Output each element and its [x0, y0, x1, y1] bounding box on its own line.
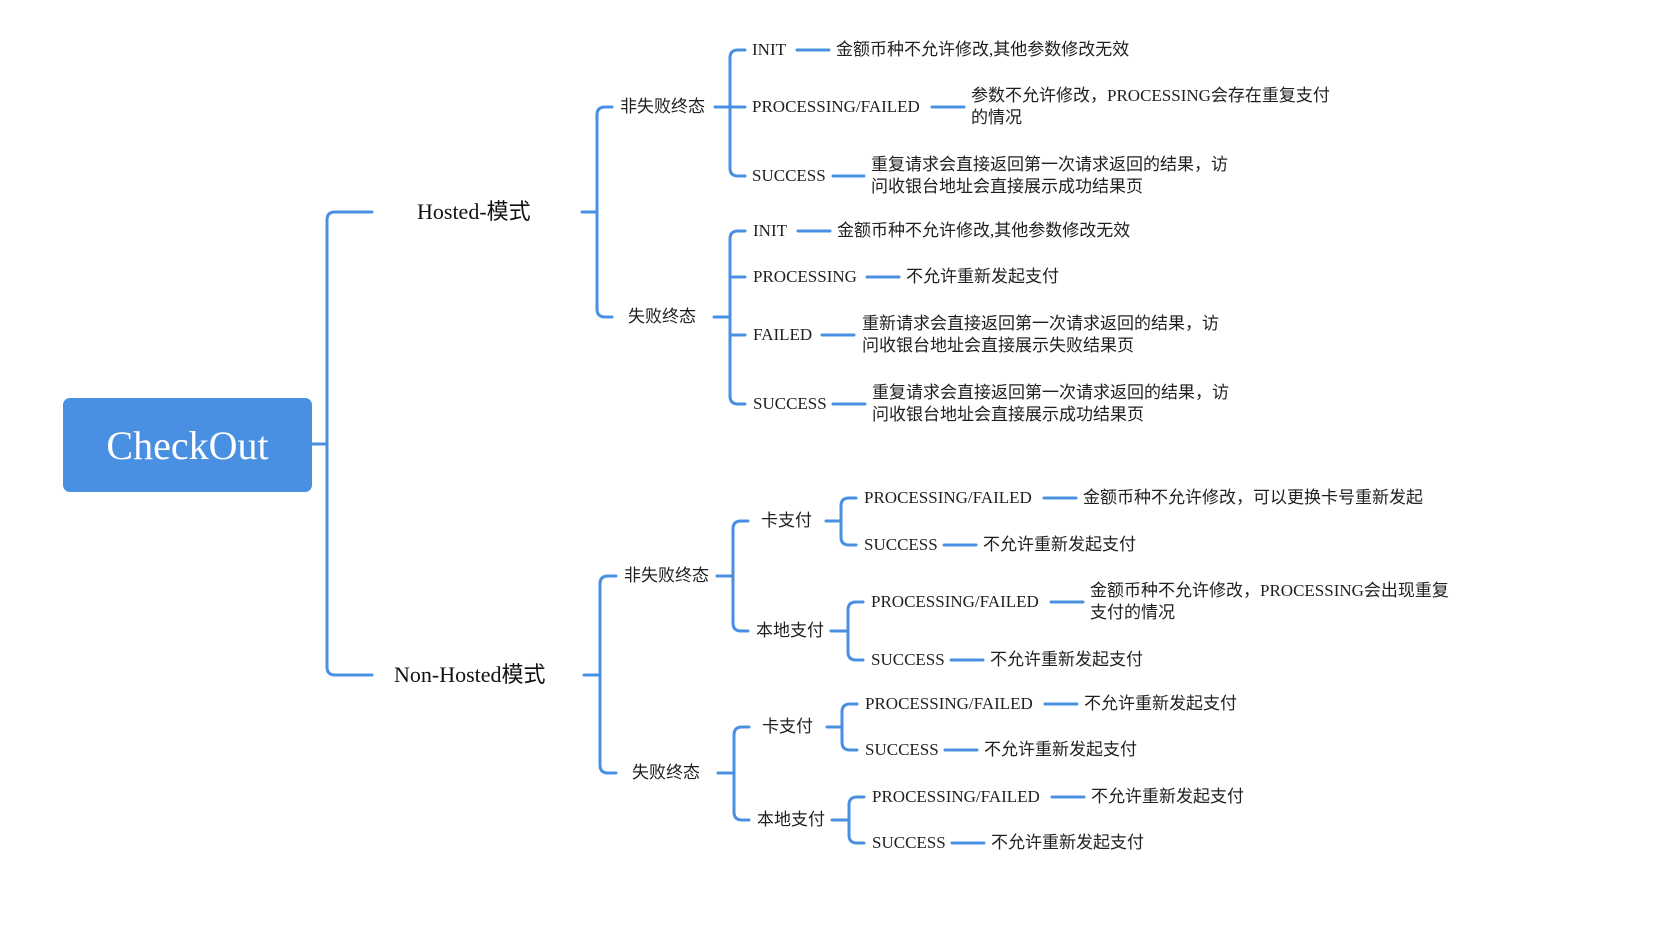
state-node[interactable]: SUCCESS: [871, 650, 945, 669]
desc-node[interactable]: 重新请求会直接返回第一次请求返回的结果，访 问收银台地址会直接展示失败结果页: [862, 314, 1219, 355]
state-node[interactable]: SUCCESS: [752, 166, 826, 185]
node-hosted[interactable]: Hosted-模式: [417, 199, 531, 224]
desc-node[interactable]: 不允许重新发起支付: [984, 740, 1137, 759]
desc-node[interactable]: 不允许重新发起支付: [906, 267, 1059, 286]
node-card-payment[interactable]: 卡支付: [762, 717, 813, 736]
bracket-line: [847, 795, 866, 845]
node-local-payment[interactable]: 本地支付: [756, 621, 824, 640]
bracket-line: [839, 496, 858, 547]
bracket-line: [325, 210, 374, 677]
desc-node[interactable]: 金额币种不允许修改,其他参数修改无效: [837, 221, 1131, 240]
node-hosted-final[interactable]: 失败终态: [628, 307, 696, 326]
state-node[interactable]: SUCCESS: [753, 394, 827, 413]
desc-node[interactable]: 重复请求会直接返回第一次请求返回的结果，访 问收银台地址会直接展示成功结果页: [871, 155, 1228, 196]
bracket-line: [732, 725, 751, 822]
bracket-line: [598, 574, 618, 775]
bracket-line: [731, 519, 750, 633]
bracket-line: [728, 48, 747, 178]
state-node[interactable]: SUCCESS: [864, 535, 938, 554]
node-local-payment[interactable]: 本地支付: [757, 810, 825, 829]
state-node[interactable]: SUCCESS: [865, 740, 939, 759]
root-node-checkout[interactable]: CheckOut: [63, 398, 312, 492]
desc-node[interactable]: 不允许重新发起支付: [990, 650, 1143, 669]
desc-node[interactable]: 不允许重新发起支付: [983, 535, 1136, 554]
desc-node[interactable]: 金额币种不允许修改，PROCESSING会出现重复 支付的情况: [1090, 581, 1449, 622]
state-node[interactable]: PROCESSING/FAILED: [871, 592, 1039, 611]
state-node[interactable]: INIT: [753, 221, 787, 240]
node-non-hosted-non-final[interactable]: 非失败终态: [624, 566, 709, 585]
desc-node[interactable]: 不允许重新发起支付: [1084, 694, 1237, 713]
desc-node[interactable]: 不允许重新发起支付: [991, 833, 1144, 852]
state-node[interactable]: INIT: [752, 40, 786, 59]
desc-node[interactable]: 金额币种不允许修改，可以更换卡号重新发起: [1083, 488, 1423, 507]
bracket-line: [728, 229, 747, 406]
root-label: CheckOut: [106, 422, 269, 468]
bracket-line: [846, 600, 865, 662]
node-hosted-non-final[interactable]: 非失败终态: [620, 97, 705, 116]
bracket-line: [595, 105, 614, 319]
state-node[interactable]: PROCESSING: [753, 267, 857, 286]
desc-node[interactable]: 金额币种不允许修改,其他参数修改无效: [836, 40, 1130, 59]
state-node[interactable]: FAILED: [753, 325, 813, 344]
state-node[interactable]: PROCESSING/FAILED: [865, 694, 1033, 713]
node-card-payment[interactable]: 卡支付: [761, 511, 812, 530]
desc-node[interactable]: 不允许重新发起支付: [1091, 787, 1244, 806]
state-node[interactable]: PROCESSING/FAILED: [864, 488, 1032, 507]
state-node[interactable]: PROCESSING/FAILED: [752, 97, 920, 116]
node-non-hosted-final[interactable]: 失败终态: [632, 763, 700, 782]
desc-node[interactable]: 重复请求会直接返回第一次请求返回的结果，访 问收银台地址会直接展示成功结果页: [872, 383, 1229, 424]
bracket-line: [840, 702, 859, 752]
node-non-hosted[interactable]: Non-Hosted模式: [394, 662, 546, 687]
state-node[interactable]: PROCESSING/FAILED: [872, 787, 1040, 806]
state-node[interactable]: SUCCESS: [872, 833, 946, 852]
desc-node[interactable]: 参数不允许修改，PROCESSING会存在重复支付 的情况: [971, 86, 1330, 127]
